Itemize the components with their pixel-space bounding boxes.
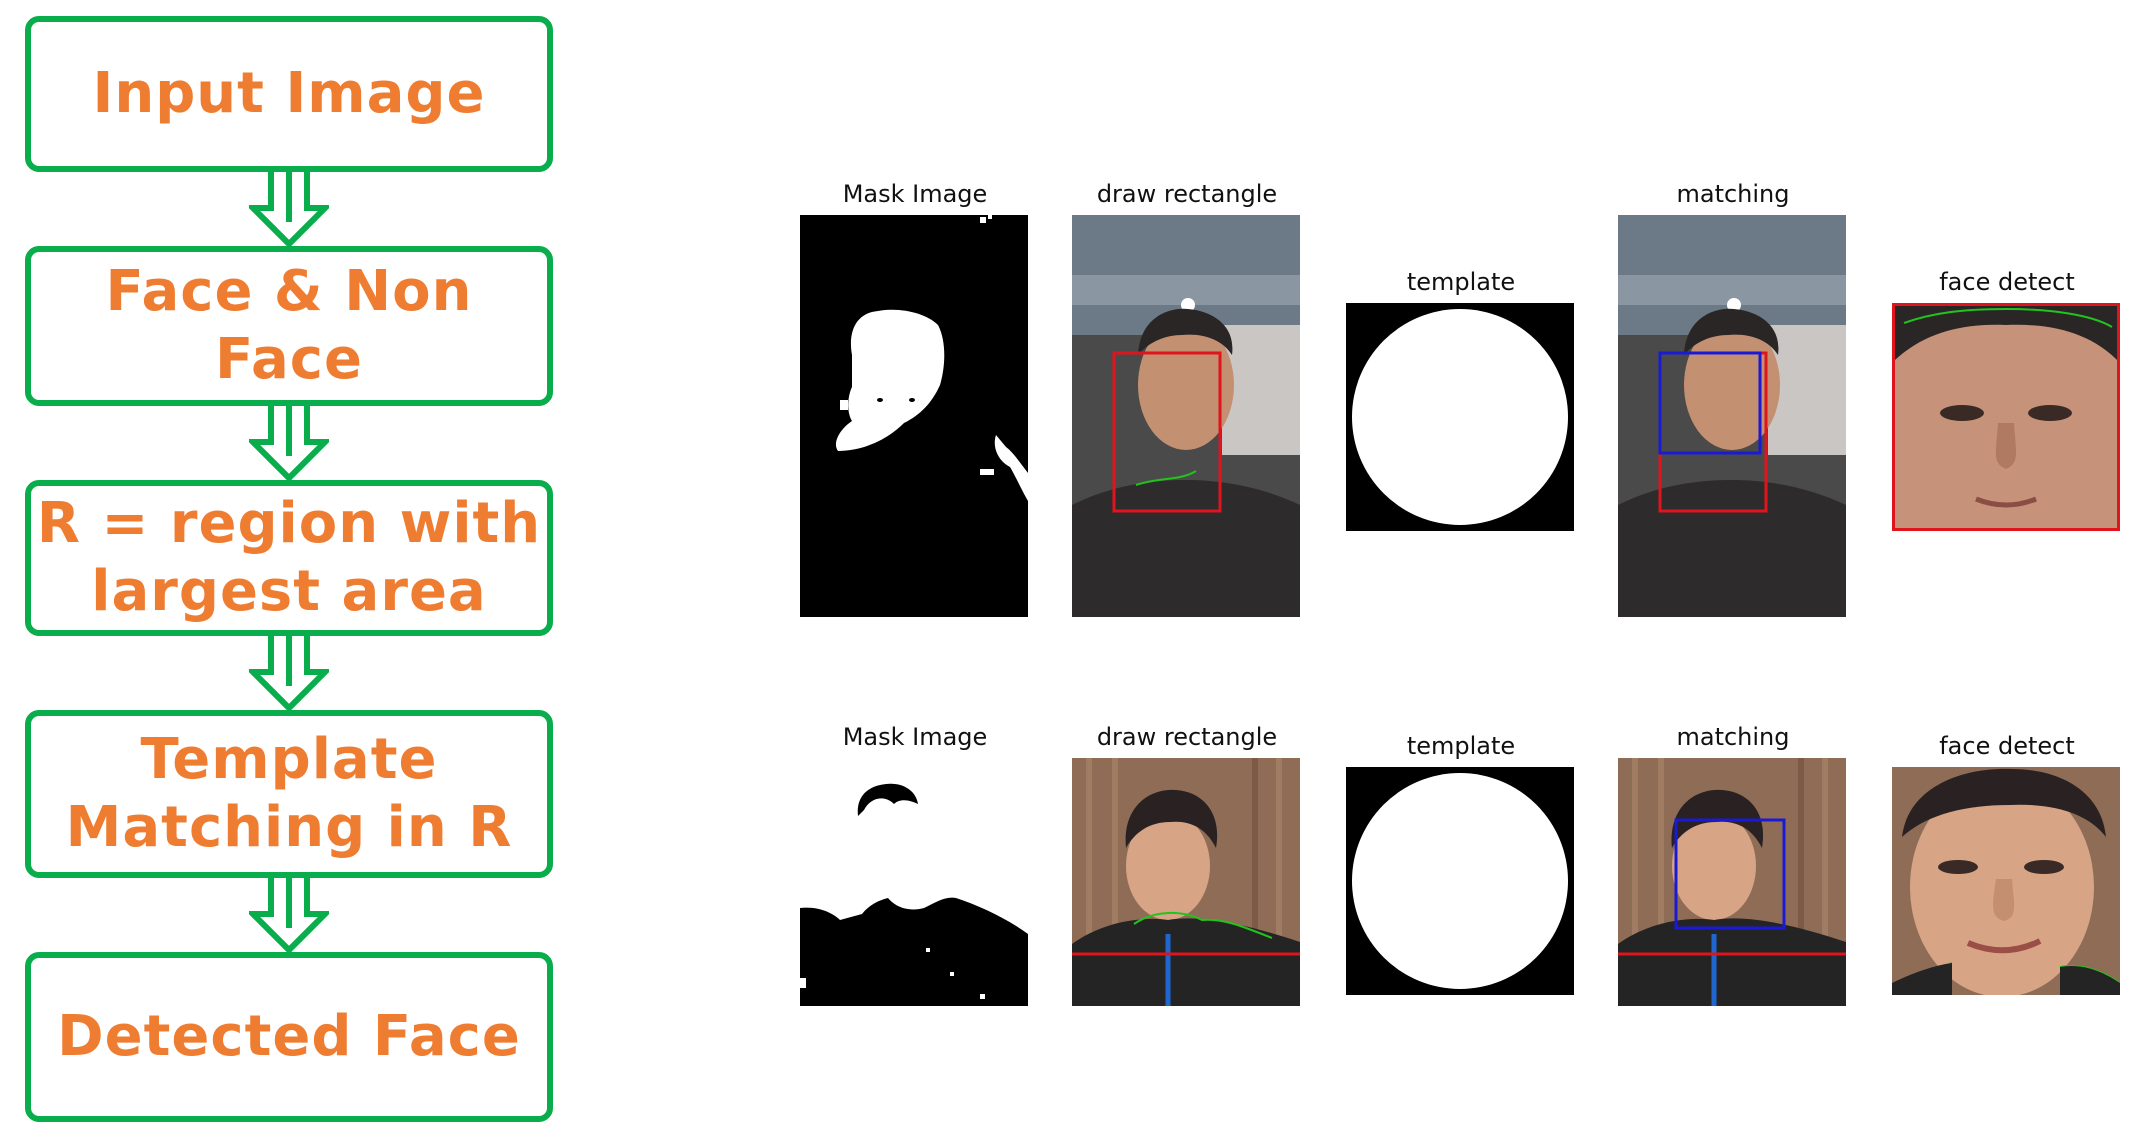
face-detect-panel — [1892, 767, 2120, 995]
step-detected-face: Detected Face — [25, 952, 553, 1122]
step-largest-region: R = region with largest area — [25, 480, 553, 636]
draw-rectangle-panel — [1072, 215, 1300, 617]
step-template-matching: Template Matching in R — [25, 710, 553, 878]
down-arrow-icon — [249, 172, 329, 248]
panel-title-matching: matching — [1676, 180, 1790, 208]
panel-title-face-detect: face detect — [1939, 268, 2075, 296]
step-label: Template Matching in R — [65, 727, 513, 860]
matching-panel — [1618, 758, 1846, 1006]
panel-title-draw-rectangle: draw rectangle — [1096, 723, 1278, 751]
panel-title-template: template — [1406, 732, 1516, 760]
step-label: Face & Non Face — [105, 259, 473, 392]
face-detect-panel — [1892, 303, 2120, 531]
panel-title-mask: Mask Image — [842, 723, 988, 751]
mask-image-panel — [800, 215, 1028, 617]
panel-title-face-detect: face detect — [1939, 732, 2075, 760]
panel-title-draw-rectangle: draw rectangle — [1096, 180, 1278, 208]
down-arrow-icon — [249, 878, 329, 954]
step-input-image: Input Image — [25, 16, 553, 172]
down-arrow-icon — [249, 406, 329, 482]
step-label: Input Image — [92, 61, 486, 126]
step-label: Detected Face — [57, 1004, 521, 1069]
panel-title-matching: matching — [1676, 723, 1790, 751]
template-panel — [1346, 767, 1574, 995]
panel-title-mask: Mask Image — [842, 180, 988, 208]
step-label: R = region with largest area — [36, 491, 542, 624]
panel-title-template: template — [1406, 268, 1516, 296]
draw-rectangle-panel — [1072, 758, 1300, 1006]
step-face-non-face: Face & Non Face — [25, 246, 553, 406]
down-arrow-icon — [249, 636, 329, 712]
template-panel — [1346, 303, 1574, 531]
matching-panel — [1618, 215, 1846, 617]
mask-image-panel — [800, 758, 1028, 1006]
